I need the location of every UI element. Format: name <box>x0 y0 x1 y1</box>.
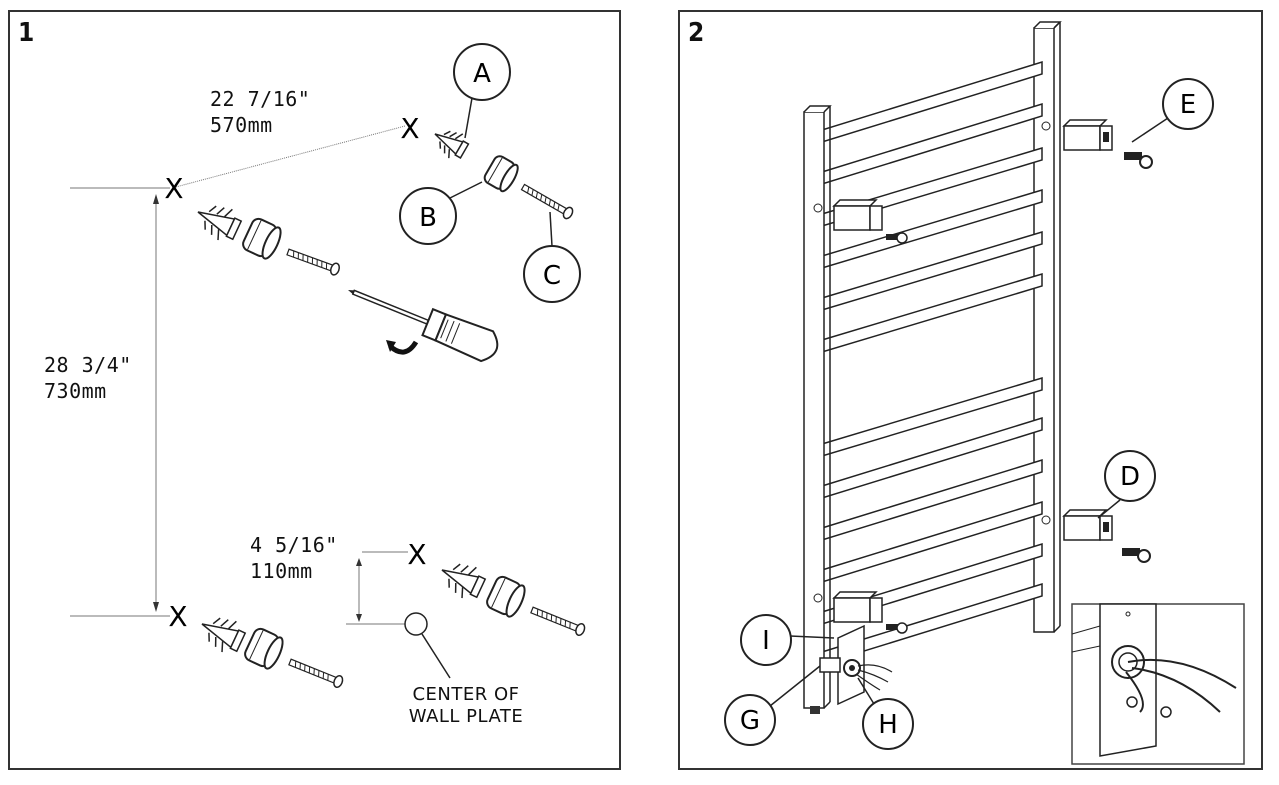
set-screw-icon <box>886 232 908 244</box>
step-1-illustration: A B C X X X X <box>70 43 586 688</box>
offset-dimension-label: 4 5/16" 110mm <box>250 532 338 584</box>
svg-text:C: C <box>543 261 561 291</box>
step-2-panel: 2 <box>678 10 1263 770</box>
svg-text:I: I <box>762 626 770 656</box>
callout-a: A <box>453 43 511 139</box>
wall-bracket-icon <box>1062 119 1113 151</box>
wall-bracket-icon <box>1062 509 1113 541</box>
mark-x: X <box>400 112 419 145</box>
svg-text:A: A <box>473 59 491 89</box>
mark-x: X <box>164 172 183 205</box>
wall-plate-icon <box>819 624 893 706</box>
plug-icon <box>244 627 284 670</box>
screw-icon <box>288 658 344 688</box>
callout-b: B <box>399 181 483 245</box>
callout-g: G <box>724 665 821 746</box>
svg-text:G: G <box>740 706 760 736</box>
towel-bars <box>821 60 1043 666</box>
step-1-panel: 1 <box>8 10 621 770</box>
dimension-imperial: 4 5/16" <box>250 533 338 557</box>
svg-text:B: B <box>419 203 437 233</box>
wiring-detail-inset <box>1071 603 1245 765</box>
dimension-metric: 730mm <box>44 379 107 403</box>
towel-rack-right-rail <box>1033 21 1062 633</box>
screw-icon <box>520 183 574 220</box>
step-number: 2 <box>688 18 705 48</box>
svg-text:D: D <box>1120 462 1140 492</box>
dimension-metric: 570mm <box>210 113 273 137</box>
svg-text:E: E <box>1180 90 1196 120</box>
set-screw-icon <box>886 622 908 634</box>
note-line: WALL PLATE <box>408 706 524 727</box>
wall-anchor-icon <box>201 617 247 653</box>
plug-icon <box>483 155 519 193</box>
wall-plate-center-marker <box>404 612 428 636</box>
callout-h: H <box>857 677 914 750</box>
wall-anchor-icon <box>434 130 470 159</box>
wall-anchor-icon <box>441 563 487 599</box>
callout-c: C <box>523 211 581 303</box>
wall-anchor-icon <box>197 205 243 241</box>
screwdriver-icon <box>348 289 499 363</box>
horizontal-dimension-line <box>171 125 406 189</box>
set-screw-icon <box>1122 548 1151 563</box>
rotate-arrow-icon <box>388 340 419 355</box>
mark-x: X <box>168 600 187 633</box>
mark-x: X <box>407 538 426 571</box>
horizontal-dimension-label: 22 7/16" 570mm <box>210 86 310 138</box>
step-2-illustration: E D I G H <box>724 21 1245 765</box>
callout-i: I <box>740 614 835 666</box>
plug-icon <box>242 217 282 260</box>
screw-icon <box>286 248 341 276</box>
plug-icon <box>486 575 526 618</box>
note-line: CENTER OF <box>412 684 520 705</box>
wall-bracket-icon <box>832 199 883 231</box>
wall-plate-note: CENTER OF WALL PLATE <box>396 684 536 728</box>
towel-rack-left-rail <box>803 105 832 714</box>
callout-e: E <box>1131 78 1214 143</box>
screw-icon <box>530 606 586 636</box>
dimension-imperial: 22 7/16" <box>210 87 311 111</box>
dimension-imperial: 28 3/4" <box>44 353 132 377</box>
step-number: 1 <box>18 18 35 48</box>
svg-text:H: H <box>878 710 898 740</box>
callout-d: D <box>1097 450 1156 519</box>
dimension-metric: 110mm <box>250 559 313 583</box>
wall-bracket-icon <box>832 591 883 623</box>
vertical-dimension-label: 28 3/4" 730mm <box>44 352 132 404</box>
set-screw-icon <box>1124 152 1153 169</box>
